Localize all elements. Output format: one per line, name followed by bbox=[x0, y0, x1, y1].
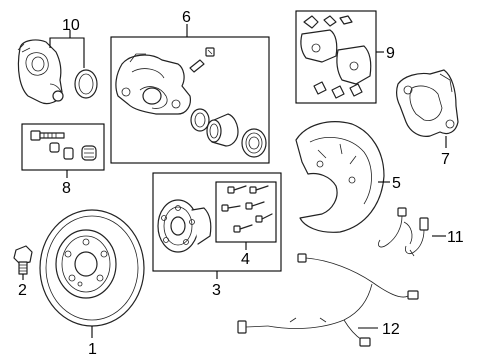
callout-10-label: 10 bbox=[62, 17, 80, 34]
part-9-hardware[interactable] bbox=[313, 81, 363, 99]
callout-3-label: 3 bbox=[212, 282, 221, 299]
part-10-seal-ring[interactable] bbox=[74, 69, 98, 99]
part-6-box bbox=[110, 36, 270, 164]
callout-5-label: 5 bbox=[392, 175, 401, 192]
part-8-box bbox=[21, 123, 105, 171]
part-6-bleeder-screw[interactable] bbox=[189, 47, 215, 73]
part-7-caliper-bracket[interactable] bbox=[396, 69, 459, 137]
callout-4-label: 4 bbox=[241, 251, 250, 268]
part-3-hub-assembly[interactable] bbox=[157, 199, 212, 253]
part-4-hub-bolts[interactable] bbox=[221, 185, 273, 233]
callout-11-label: 11 bbox=[447, 229, 464, 246]
callout-7-label: 7 bbox=[441, 151, 450, 168]
callout-1-label: 1 bbox=[88, 341, 97, 358]
part-10-caliper-housing[interactable] bbox=[17, 39, 64, 105]
part-6-piston[interactable] bbox=[206, 113, 239, 147]
part-8-guide-pin-kit[interactable] bbox=[30, 130, 97, 161]
part-6-dust-boot[interactable] bbox=[241, 128, 267, 158]
callout-10-bracket bbox=[49, 30, 85, 68]
part-11-abs-sensor[interactable] bbox=[378, 207, 429, 257]
part-9-inner-pad[interactable] bbox=[300, 29, 338, 63]
callout-8-label: 8 bbox=[62, 180, 71, 197]
part-2-wheel-stud[interactable] bbox=[13, 245, 33, 275]
part-1-brake-rotor[interactable] bbox=[39, 209, 145, 327]
part-9-box bbox=[295, 10, 377, 104]
part-5-splash-shield[interactable] bbox=[295, 121, 385, 233]
part-6-piston-seal[interactable] bbox=[190, 108, 210, 132]
callout-9-label: 9 bbox=[386, 45, 395, 62]
part-4-box bbox=[215, 181, 277, 243]
part-9-outer-pad[interactable] bbox=[336, 45, 372, 85]
part-12-sensor-harness[interactable] bbox=[237, 253, 419, 347]
part-6-caliper-body[interactable] bbox=[115, 53, 191, 115]
callout-6-label: 6 bbox=[182, 9, 191, 26]
part-9-pad-clips[interactable] bbox=[303, 15, 353, 29]
callout-12-label: 12 bbox=[382, 321, 400, 338]
callout-2-label: 2 bbox=[18, 282, 27, 299]
